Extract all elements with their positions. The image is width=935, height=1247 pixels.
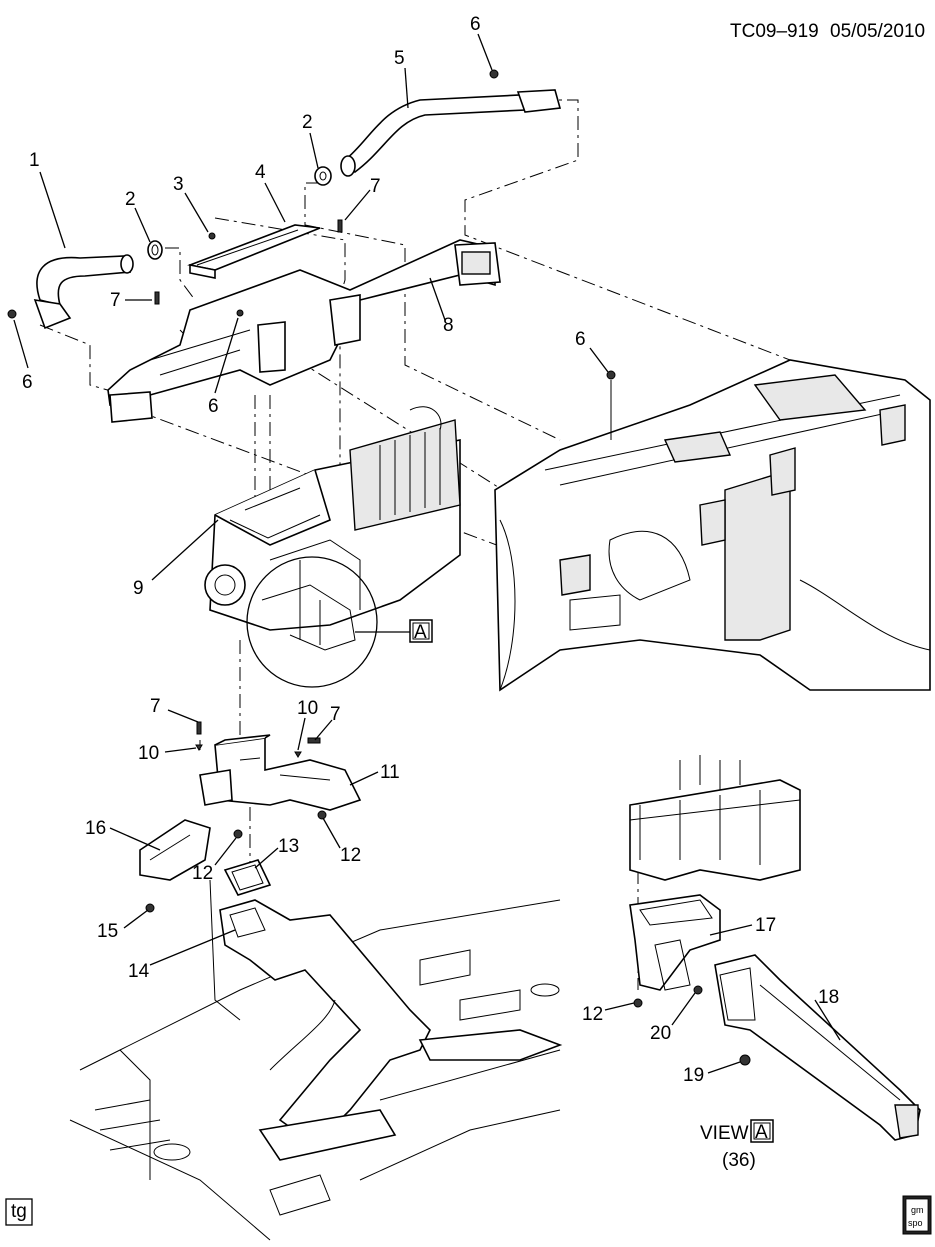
clip-part-20	[693, 985, 703, 995]
diagram-date: 05/05/2010	[830, 21, 925, 42]
callout-7: 7	[110, 290, 121, 311]
duct-part-16	[139, 819, 211, 881]
seal-part-13	[223, 859, 272, 896]
view-a-module	[629, 755, 801, 881]
leader-lines	[13, 33, 841, 1074]
callout-14: 14	[128, 961, 150, 982]
callout-10: 10	[297, 698, 318, 719]
instrument-panel	[494, 359, 931, 692]
duct-part-1	[7, 254, 134, 330]
callout-7: 7	[330, 704, 341, 725]
callout-2: 2	[125, 189, 136, 210]
callout-4: 4	[255, 162, 266, 183]
pin-part-7-left	[154, 291, 160, 305]
callout-6: 6	[208, 396, 219, 417]
callout-8: 8	[443, 315, 454, 336]
filter-part-4	[187, 224, 321, 279]
callout-20: 20	[650, 1023, 671, 1044]
duct-part-18	[714, 954, 921, 1141]
logo-top-text: gm	[911, 1205, 924, 1215]
callout-10: 10	[138, 743, 159, 764]
callout-7: 7	[150, 696, 161, 717]
callout-15: 15	[97, 921, 118, 942]
callout-5: 5	[394, 48, 405, 69]
callout-12: 12	[192, 863, 213, 884]
duct-part-5	[340, 69, 562, 177]
callout-12: 12	[582, 1004, 603, 1025]
callout-6: 6	[575, 329, 586, 350]
callout-6: 6	[470, 14, 481, 35]
callout-19: 19	[683, 1065, 704, 1086]
callout-18: 18	[818, 987, 839, 1008]
logo-bottom-text: spo	[908, 1218, 923, 1228]
callouts: 1 2 2 3 4 5 6 6 6 6 7 7 7 7 8 9 10 10 11…	[22, 14, 839, 1086]
grommet-part-2-right	[314, 166, 332, 186]
callout-6: 6	[22, 372, 33, 393]
ref-box-a: A	[409, 619, 433, 643]
screw-part-12-left	[233, 829, 243, 839]
callout-12: 12	[340, 845, 361, 866]
callout-2: 2	[302, 112, 313, 133]
view-a-label: VIEW A (36)	[700, 1119, 774, 1171]
callout-16: 16	[85, 818, 106, 839]
screw-part-12-right	[317, 810, 327, 820]
callout-1: 1	[29, 150, 40, 171]
view-label-text: VIEW	[700, 1123, 749, 1144]
callout-17: 17	[755, 915, 776, 936]
callout-3: 3	[173, 174, 184, 195]
view-page-ref: (36)	[722, 1150, 756, 1171]
screw-part-19	[739, 1054, 751, 1066]
duct-part-17	[629, 894, 721, 991]
ref-box-a-letter: A	[414, 622, 427, 643]
hvac-module-part-9	[204, 406, 461, 631]
duct-part-14	[219, 899, 563, 1161]
callout-7: 7	[370, 176, 381, 197]
tg-tag: tg	[5, 1198, 33, 1226]
diagram-code: TC09–919	[730, 21, 819, 42]
view-label-letter: A	[755, 1122, 768, 1143]
clip-part-3	[208, 232, 216, 240]
screw-part-12-view	[633, 998, 643, 1008]
callout-11: 11	[380, 762, 400, 783]
pin-part-7-top	[337, 219, 343, 233]
detail-circle-a	[246, 556, 410, 688]
callout-9: 9	[133, 578, 144, 599]
callout-13: 13	[278, 836, 299, 857]
duct-part-11	[195, 721, 362, 811]
gm-spo-logo: gm spo	[902, 1195, 932, 1235]
tg-tag-text: tg	[11, 1201, 27, 1222]
grommet-part-2-left	[147, 240, 163, 260]
floor-pan	[69, 879, 561, 1241]
duct-part-8	[107, 239, 501, 423]
